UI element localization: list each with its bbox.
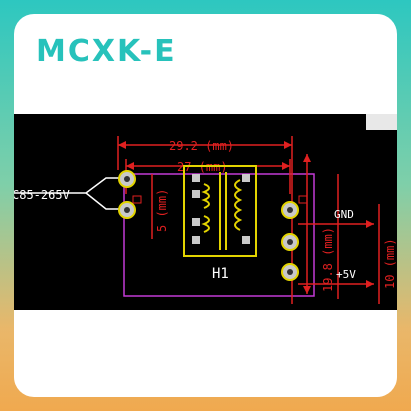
dim-height-label: 19.8 (mm)	[321, 227, 335, 292]
pin-left-2	[118, 201, 136, 219]
brand-logo-text: MCXK-E	[36, 34, 177, 69]
pin-right-2	[281, 233, 299, 251]
input-voltage-label: C85-265V	[14, 188, 70, 202]
pin-right-1	[281, 263, 299, 281]
pin-right-3	[281, 201, 299, 219]
dim-pin-pitch-label: 5 (mm)	[155, 189, 169, 232]
product-card: MCXK-E 29.2 (mm) 27 (mm) 5 (mm)	[14, 14, 397, 397]
component-ref-h1: H1	[212, 266, 229, 282]
dim-overall-label: 29.2 (mm)	[169, 139, 234, 153]
vplus-label: +5V	[336, 268, 356, 281]
transformer-h1	[183, 165, 257, 257]
gnd-label: GND	[334, 208, 354, 221]
pin-left-1	[118, 170, 136, 188]
dim-far-right-label: 10 (mm)	[383, 238, 397, 289]
corner-thumbnail	[366, 114, 397, 130]
pcb-layout-view: 29.2 (mm) 27 (mm) 5 (mm) 19.8 (mm) 10 (m…	[14, 114, 397, 310]
pcb-drawing: 29.2 (mm) 27 (mm) 5 (mm) 19.8 (mm) 10 (m…	[14, 114, 397, 304]
